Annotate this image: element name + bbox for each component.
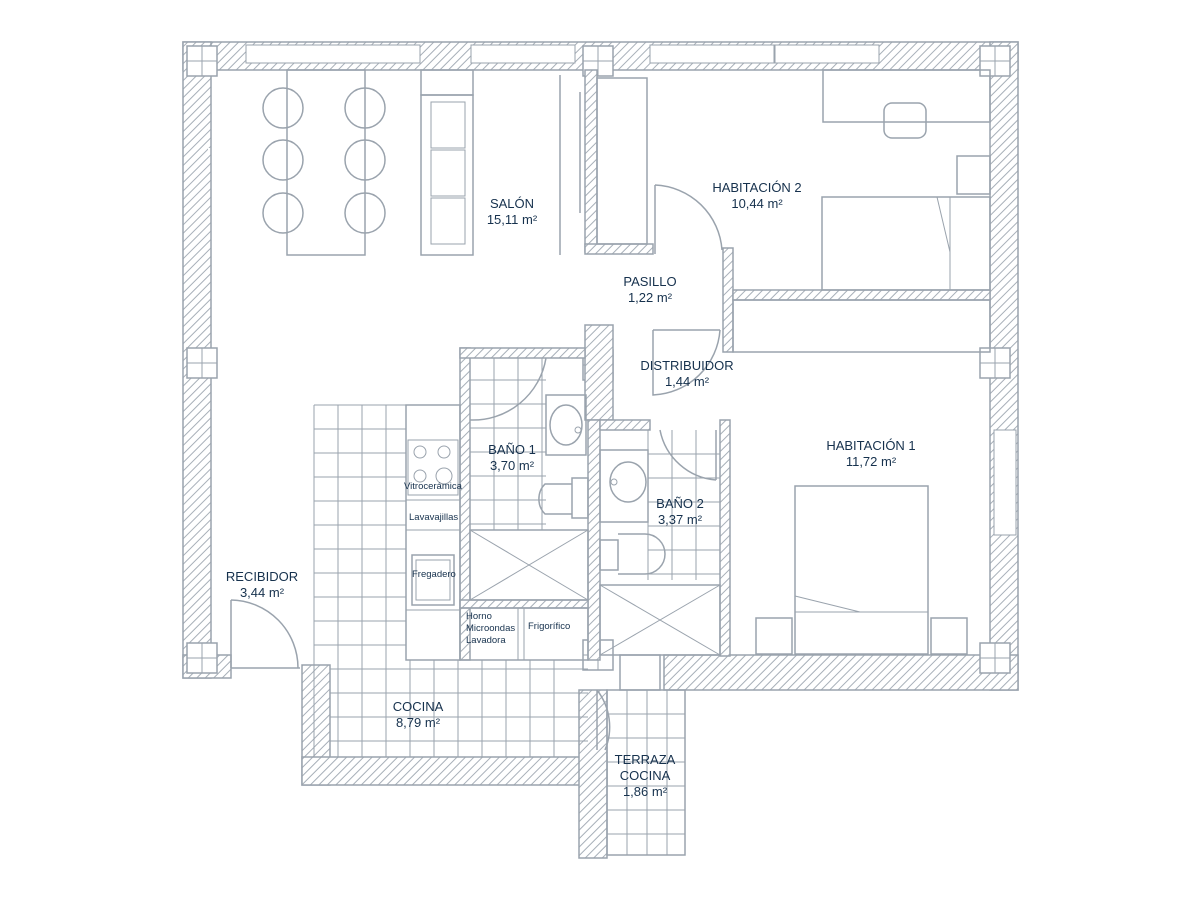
appliance-lavavajillas: Lavavajillas xyxy=(409,512,458,523)
entrance-door xyxy=(230,599,300,669)
dining-table xyxy=(286,69,366,256)
windows xyxy=(208,44,1017,536)
kitchen-tiles xyxy=(313,404,588,757)
bano2-door xyxy=(659,429,717,481)
kitchen-sink xyxy=(411,554,455,606)
cooktop xyxy=(407,439,459,496)
appliance-microondas: Microondas xyxy=(466,623,515,634)
bed-hab2 xyxy=(821,196,991,291)
appliance-frigorifico: Frigorífico xyxy=(528,621,570,632)
door-distribuidor xyxy=(652,329,721,396)
room-name-habitacion1: HABITACIÓN 1 xyxy=(826,438,915,453)
closet-hab2 xyxy=(596,77,648,245)
room-area-distribuidor: 1,44 m² xyxy=(665,374,710,389)
room-name-bano1: BAÑO 1 xyxy=(488,442,536,457)
room-name-pasillo: PASILLO xyxy=(623,274,676,289)
room-labels: SALÓN 15,11 m² HABITACIÓN 2 10,44 m² PAS… xyxy=(226,180,916,799)
room-name-salon: SALÓN xyxy=(490,196,534,211)
room-name-recibidor: RECIBIDOR xyxy=(226,569,298,584)
appliance-horno: Horno xyxy=(466,611,492,622)
appliance-lavadora: Lavadora xyxy=(466,635,506,646)
terraza xyxy=(596,654,686,856)
bano2-shower xyxy=(599,584,721,656)
room-area-cocina: 8,79 m² xyxy=(396,715,441,730)
room-name-terraza-line2: COCINA xyxy=(620,768,671,783)
desk xyxy=(822,69,991,195)
bano1-tiles xyxy=(469,358,546,530)
room-area-recibidor: 3,44 m² xyxy=(240,585,285,600)
appliance-labels: Vitrocerámica Lavavajillas Fregadero Hor… xyxy=(404,481,570,646)
room-name-terraza: TERRAZA xyxy=(615,752,676,767)
room-name-cocina: COCINA xyxy=(393,699,444,714)
room-area-bano1: 3,70 m² xyxy=(490,458,535,473)
bed-hab1 xyxy=(755,485,968,655)
bano1-sink xyxy=(545,394,587,456)
wardrobe-door xyxy=(559,75,581,255)
room-area-pasillo: 1,22 m² xyxy=(628,290,673,305)
bano1-shower xyxy=(469,529,589,601)
dining-chairs xyxy=(262,87,386,234)
closet-hab1 xyxy=(732,299,991,353)
room-area-bano2: 3,37 m² xyxy=(658,512,703,527)
kitchen-counter xyxy=(405,404,589,661)
bano2-sink xyxy=(599,449,649,523)
bano2-toilet xyxy=(599,533,666,575)
room-area-habitacion1: 11,72 m² xyxy=(846,454,897,469)
door-hab2 xyxy=(654,184,723,254)
bano1-toilet xyxy=(538,477,589,519)
room-name-bano2: BAÑO 2 xyxy=(656,496,704,511)
room-area-terraza: 1,86 m² xyxy=(623,784,668,799)
appliance-fregadero: Fregadero xyxy=(412,569,456,580)
room-name-distribuidor: DISTRIBUIDOR xyxy=(640,358,733,373)
room-name-habitacion2: HABITACIÓN 2 xyxy=(712,180,801,195)
room-area-salon: 15,11 m² xyxy=(487,212,538,227)
appliance-vitroceramica: Vitrocerámica xyxy=(404,481,463,492)
bano1-door xyxy=(469,357,547,421)
sofa xyxy=(420,69,474,256)
room-area-habitacion2: 10,44 m² xyxy=(731,196,783,211)
